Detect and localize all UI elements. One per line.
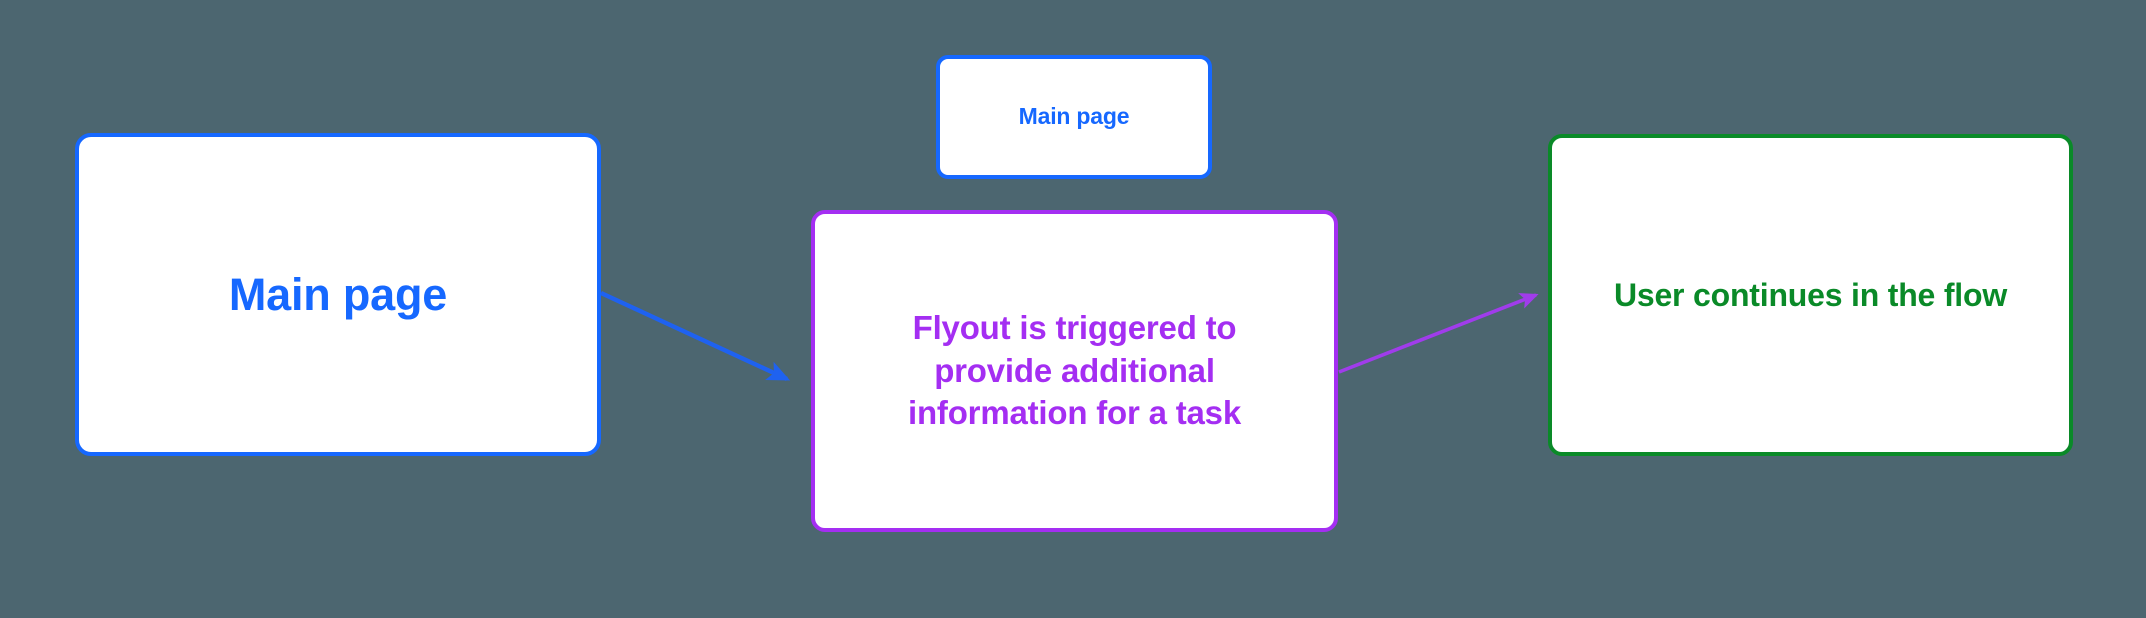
node-user-continues-label: User continues in the flow (1613, 276, 2008, 313)
node-main-page-large-label: Main page (228, 268, 448, 320)
node-flyout[interactable]: Flyout is triggered to provide additiona… (811, 210, 1338, 532)
node-main-page-large[interactable]: Main page (75, 133, 601, 456)
edge-main-to-flyout (600, 291, 791, 381)
edge-flyout-to-user (1338, 293, 1539, 374)
node-user-continues[interactable]: User continues in the flow (1548, 134, 2073, 456)
node-main-page-small[interactable]: Main page (936, 55, 1212, 179)
node-main-page-small-label: Main page (1018, 103, 1130, 130)
node-flyout-label: Flyout is triggered to provide additiona… (908, 308, 1241, 432)
